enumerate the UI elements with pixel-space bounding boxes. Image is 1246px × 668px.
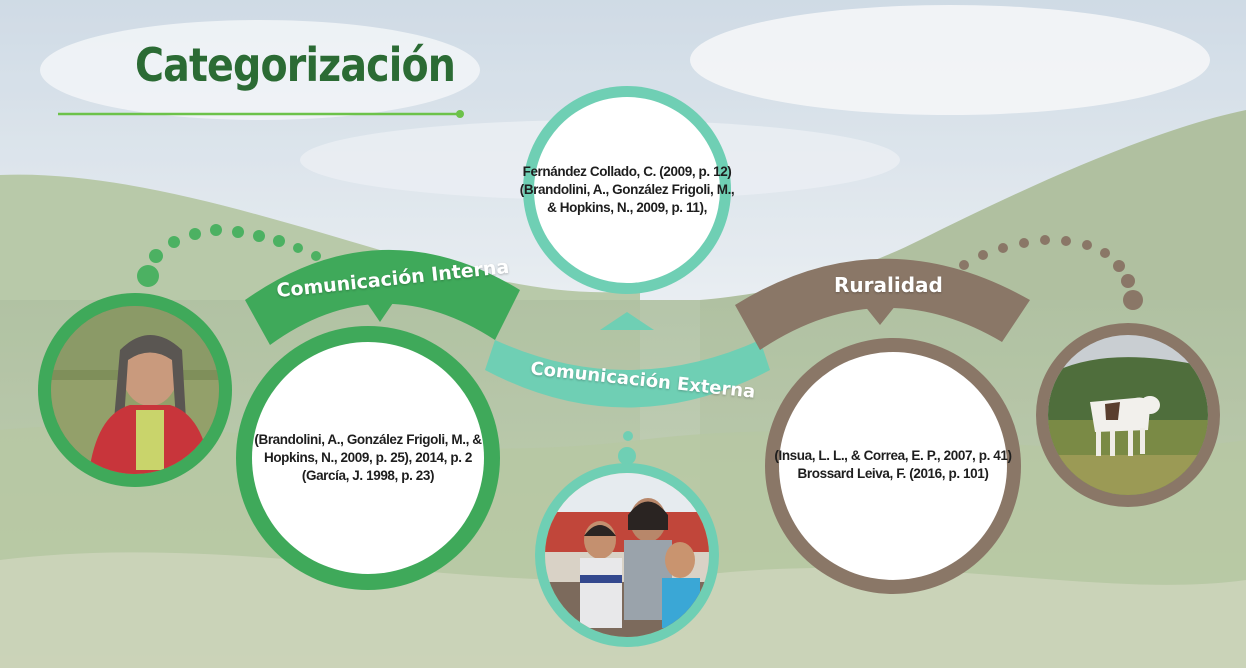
refs-externa: Fernández Collado, C. (2009, p. 12) (Bra… <box>520 130 735 250</box>
photo-woman <box>38 293 232 487</box>
dotted-link-center <box>618 431 636 465</box>
ref-line: Brossard Leiva, F. (2016, p. 101) <box>797 466 989 481</box>
ref-line: & Hopkins, N., 2009, p. 11), <box>547 200 707 216</box>
bubble-interna <box>236 326 500 590</box>
banner-comunicacion-externa <box>485 340 770 408</box>
refs-interna: (Brandolini, A., González Frigoli, M., &… <box>254 410 482 506</box>
label-ruralidad: Ruralidad <box>834 273 943 297</box>
ref-line: (Insua, L. L., & Correa, E. P., 2007, p.… <box>774 447 1012 463</box>
bubble-ruralidad <box>765 338 1021 594</box>
ref-line: (Brandolini, A., González Frigoli, M., <box>519 181 735 197</box>
slide-title: Categorización <box>135 38 456 92</box>
ref-line: (García, J. 1998, p. 23) <box>301 468 435 484</box>
ref-line: Fernández Collado, C. (2009, p. 12) <box>522 163 732 179</box>
banner-comunicacion-interna <box>245 249 520 345</box>
bubble-externa <box>523 86 731 294</box>
photo-cow <box>1036 323 1220 507</box>
dotted-arc-right <box>959 235 1143 310</box>
refs-ruralidad: (Insua, L. L., & Correa, E. P., 2007, p.… <box>774 430 1012 500</box>
dotted-arc-left <box>137 224 321 287</box>
ref-line: Hopkins, N., 2009, p. 25), 2014, p. 2 <box>263 449 473 465</box>
ref-line: (Brandolini, A., González Frigoli, M., & <box>254 431 482 447</box>
title-underline-dot <box>456 110 464 118</box>
